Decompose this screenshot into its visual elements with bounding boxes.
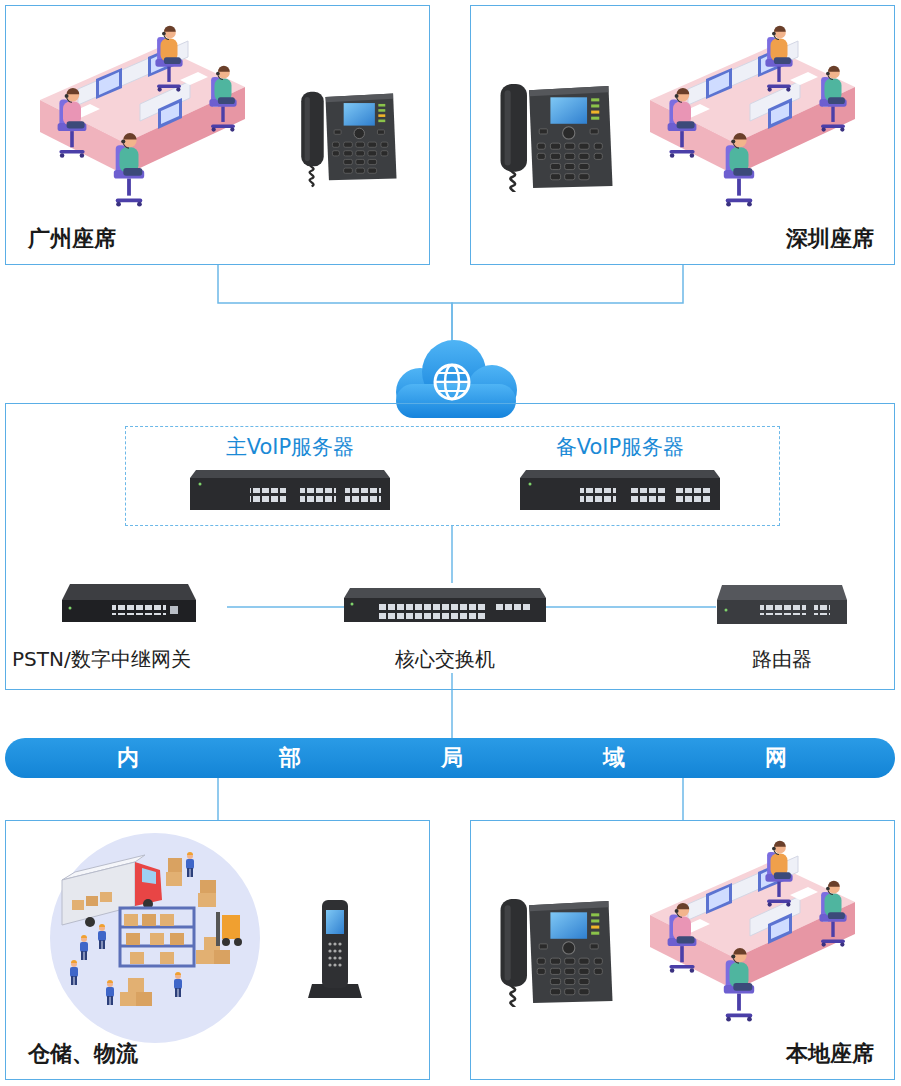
node-label: 本地座席 bbox=[786, 1039, 874, 1069]
network-link bbox=[545, 606, 716, 608]
server-node: 主VoIP服务器 bbox=[170, 433, 410, 518]
server-node: 备VoIP服务器 bbox=[500, 433, 740, 518]
node-label: 路由器 bbox=[752, 645, 812, 673]
node-label: 内部局域网 bbox=[117, 743, 787, 773]
switch-node: 核心交换机 bbox=[345, 583, 545, 673]
node-label: 备VoIP服务器 bbox=[556, 433, 684, 461]
network-link bbox=[451, 526, 453, 583]
network-link bbox=[217, 778, 219, 820]
gateway-node: PSTN/数字中继网关 bbox=[12, 583, 227, 673]
node-label: 广州座席 bbox=[28, 224, 116, 254]
core-network-box: 主VoIP服务器 备VoIP服务器 PSTN/数字中继网关 核心交换机 路由器 bbox=[5, 403, 895, 690]
server-group-box: 主VoIP服务器 备VoIP服务器 bbox=[125, 426, 780, 526]
seat-area-box: 广州座席 bbox=[5, 5, 430, 265]
lan-band: 内部局域网 bbox=[5, 738, 895, 778]
router-node: 路由器 bbox=[716, 583, 848, 673]
seat-area-box: 深圳座席 bbox=[470, 5, 895, 265]
node-label: 核心交换机 bbox=[395, 645, 495, 673]
network-link bbox=[682, 778, 684, 820]
node-label: 主VoIP服务器 bbox=[226, 433, 354, 461]
seat-area-box: 仓储、物流 bbox=[5, 820, 430, 1080]
node-label: PSTN/数字中继网关 bbox=[12, 645, 191, 673]
network-link bbox=[227, 606, 345, 608]
network-link bbox=[451, 673, 453, 738]
node-label: 深圳座席 bbox=[786, 224, 874, 254]
node-label: 仓储、物流 bbox=[28, 1039, 138, 1069]
seat-area-box: 本地座席 bbox=[470, 820, 895, 1080]
